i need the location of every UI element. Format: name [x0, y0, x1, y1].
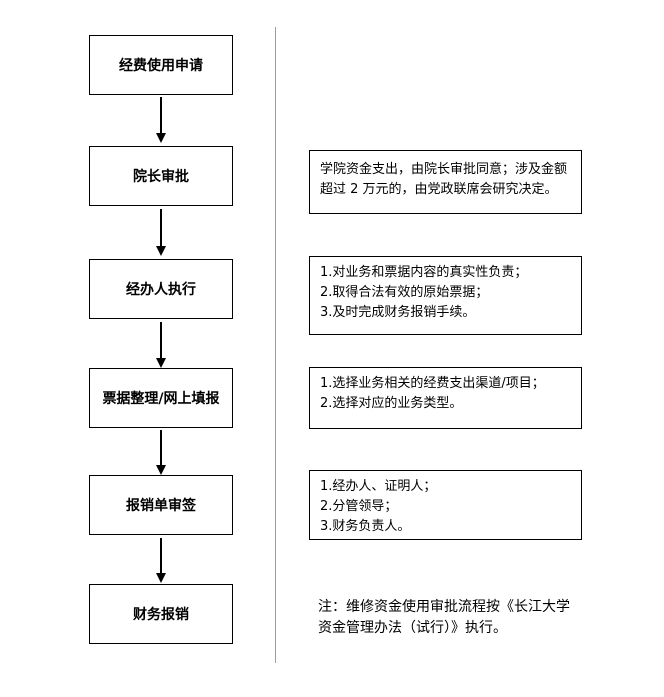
step-form-signoff-label: 报销单审签 — [126, 498, 196, 514]
step-finance-reimbursement-label: 财务报销 — [133, 607, 189, 623]
step-form-signoff: 报销单审签 — [89, 475, 233, 535]
note-filing-line-2: 2.选择对应的业务类型。 — [320, 396, 463, 411]
note-approval-text: 学院资金支出，由院长审批同意；涉及金额超过 2 万元的，由党政联席会研究决定。 — [320, 162, 568, 197]
step-apply: 经费使用申请 — [89, 35, 233, 95]
note-execution-line-3: 3.及时完成财务报销手续。 — [320, 305, 476, 320]
note-execution-line-1: 1.对业务和票据内容的真实性负责； — [320, 265, 528, 280]
vertical-divider — [275, 27, 276, 663]
note-approval: 学院资金支出，由院长审批同意；涉及金额超过 2 万元的，由党政联席会研究决定。 — [309, 150, 582, 214]
note-filing: 1.选择业务相关的经费支出渠道/项目； 2.选择对应的业务类型。 — [309, 367, 582, 429]
note-filing-line-1: 1.选择业务相关的经费支出渠道/项目； — [320, 376, 545, 391]
step-receipts-online-filing-label: 票据整理/网上填报 — [102, 391, 220, 407]
step-handler-execute-label: 经办人执行 — [126, 282, 196, 298]
step-apply-label: 经费使用申请 — [119, 58, 203, 74]
note-signoff: 1.经办人、证明人； 2.分管领导； 3.财务负责人。 — [309, 470, 582, 540]
footnote: 注：维修资金使用审批流程按《长江大学资金管理办法（试行）》执行。 — [318, 599, 570, 636]
note-signoff-line-3: 3.财务负责人。 — [320, 519, 411, 534]
step-dean-approval: 院长审批 — [89, 146, 233, 206]
note-signoff-line-1: 1.经办人、证明人； — [320, 479, 437, 494]
step-dean-approval-label: 院长审批 — [133, 169, 189, 185]
note-signoff-line-2: 2.分管领导； — [320, 499, 398, 514]
note-execution-line-2: 2.取得合法有效的原始票据； — [320, 285, 489, 300]
step-handler-execute: 经办人执行 — [89, 259, 233, 319]
note-execution: 1.对业务和票据内容的真实性负责； 2.取得合法有效的原始票据； 3.及时完成财… — [309, 256, 582, 335]
step-receipts-online-filing: 票据整理/网上填报 — [89, 368, 233, 428]
step-finance-reimbursement: 财务报销 — [89, 584, 233, 644]
